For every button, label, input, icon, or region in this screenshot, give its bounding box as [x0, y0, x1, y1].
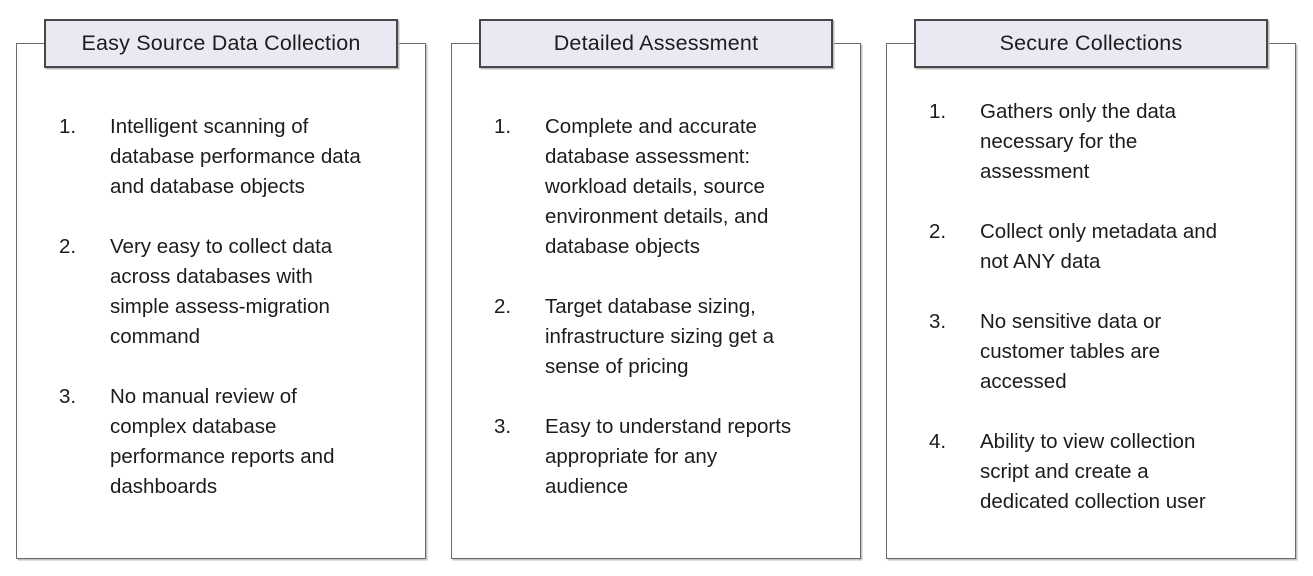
panel-title: Detailed Assessment — [479, 19, 833, 68]
panel-body: 1. Gathers only the data necessary for t… — [887, 44, 1295, 517]
numbered-list: 1. Intelligent scanning of database perf… — [59, 112, 409, 502]
panel-detailed-assessment: Detailed Assessment 1. Complete and accu… — [451, 19, 861, 559]
list-item-number: 2. — [494, 295, 512, 318]
panel-body: 1. Complete and accurate database assess… — [452, 44, 860, 502]
panel-easy-source-data-collection: Easy Source Data Collection 1. Intellige… — [16, 19, 426, 559]
numbered-list: 1. Complete and accurate database assess… — [494, 112, 844, 502]
list-item-number: 3. — [494, 415, 512, 438]
list-item-text: Intelligent scanning of database perform… — [110, 115, 361, 198]
list-item: 2. Very easy to collect data across data… — [59, 232, 409, 352]
list-item-number: 4. — [929, 430, 947, 453]
panel-secure-collections: Secure Collections 1. Gathers only the d… — [886, 19, 1296, 559]
list-item-text: No manual review of complex database per… — [110, 385, 335, 498]
list-item: 1. Intelligent scanning of database perf… — [59, 112, 409, 202]
list-item-text: Gathers only the data necessary for the … — [980, 100, 1177, 183]
panel-title: Secure Collections — [914, 19, 1268, 68]
list-item: 3. No sensitive data or customer tables … — [929, 307, 1279, 397]
panel-title-label: Detailed Assessment — [553, 31, 759, 55]
list-item-number: 1. — [494, 115, 512, 138]
list-item-text: No sensitive data or customer tables are… — [980, 310, 1162, 393]
numbered-list: 1. Gathers only the data necessary for t… — [929, 97, 1279, 517]
panel-title-label: Easy Source Data Collection — [81, 31, 361, 55]
list-item-text: Target database sizing, infrastructure s… — [545, 295, 775, 378]
list-item-number: 2. — [929, 220, 947, 243]
list-item: 1. Gathers only the data necessary for t… — [929, 97, 1279, 187]
list-item-text: Easy to understand reports appropriate f… — [545, 415, 792, 498]
panel-body: 1. Intelligent scanning of database perf… — [17, 44, 425, 502]
list-item-text: Collect only metadata and not ANY data — [980, 220, 1218, 273]
list-item-text: Very easy to collect data across databas… — [110, 235, 333, 348]
panel-row: Easy Source Data Collection 1. Intellige… — [16, 19, 1296, 559]
list-item-number: 3. — [59, 385, 77, 408]
list-item-text: Complete and accurate database assessmen… — [545, 115, 769, 258]
list-item: 2. Collect only metadata and not ANY dat… — [929, 217, 1279, 277]
list-item-number: 3. — [929, 310, 947, 333]
panel-title: Easy Source Data Collection — [44, 19, 398, 68]
list-item-text: Ability to view collection script and cr… — [980, 430, 1206, 513]
list-item: 1. Complete and accurate database assess… — [494, 112, 844, 262]
list-item: 3. Easy to understand reports appropriat… — [494, 412, 844, 502]
list-item: 2. Target database sizing, infrastructur… — [494, 292, 844, 382]
list-item: 3. No manual review of complex database … — [59, 382, 409, 502]
list-item-number: 1. — [59, 115, 77, 138]
list-item-number: 1. — [929, 100, 947, 123]
list-item-number: 2. — [59, 235, 77, 258]
panel-title-label: Secure Collections — [999, 31, 1183, 55]
list-item: 4. Ability to view collection script and… — [929, 427, 1279, 517]
